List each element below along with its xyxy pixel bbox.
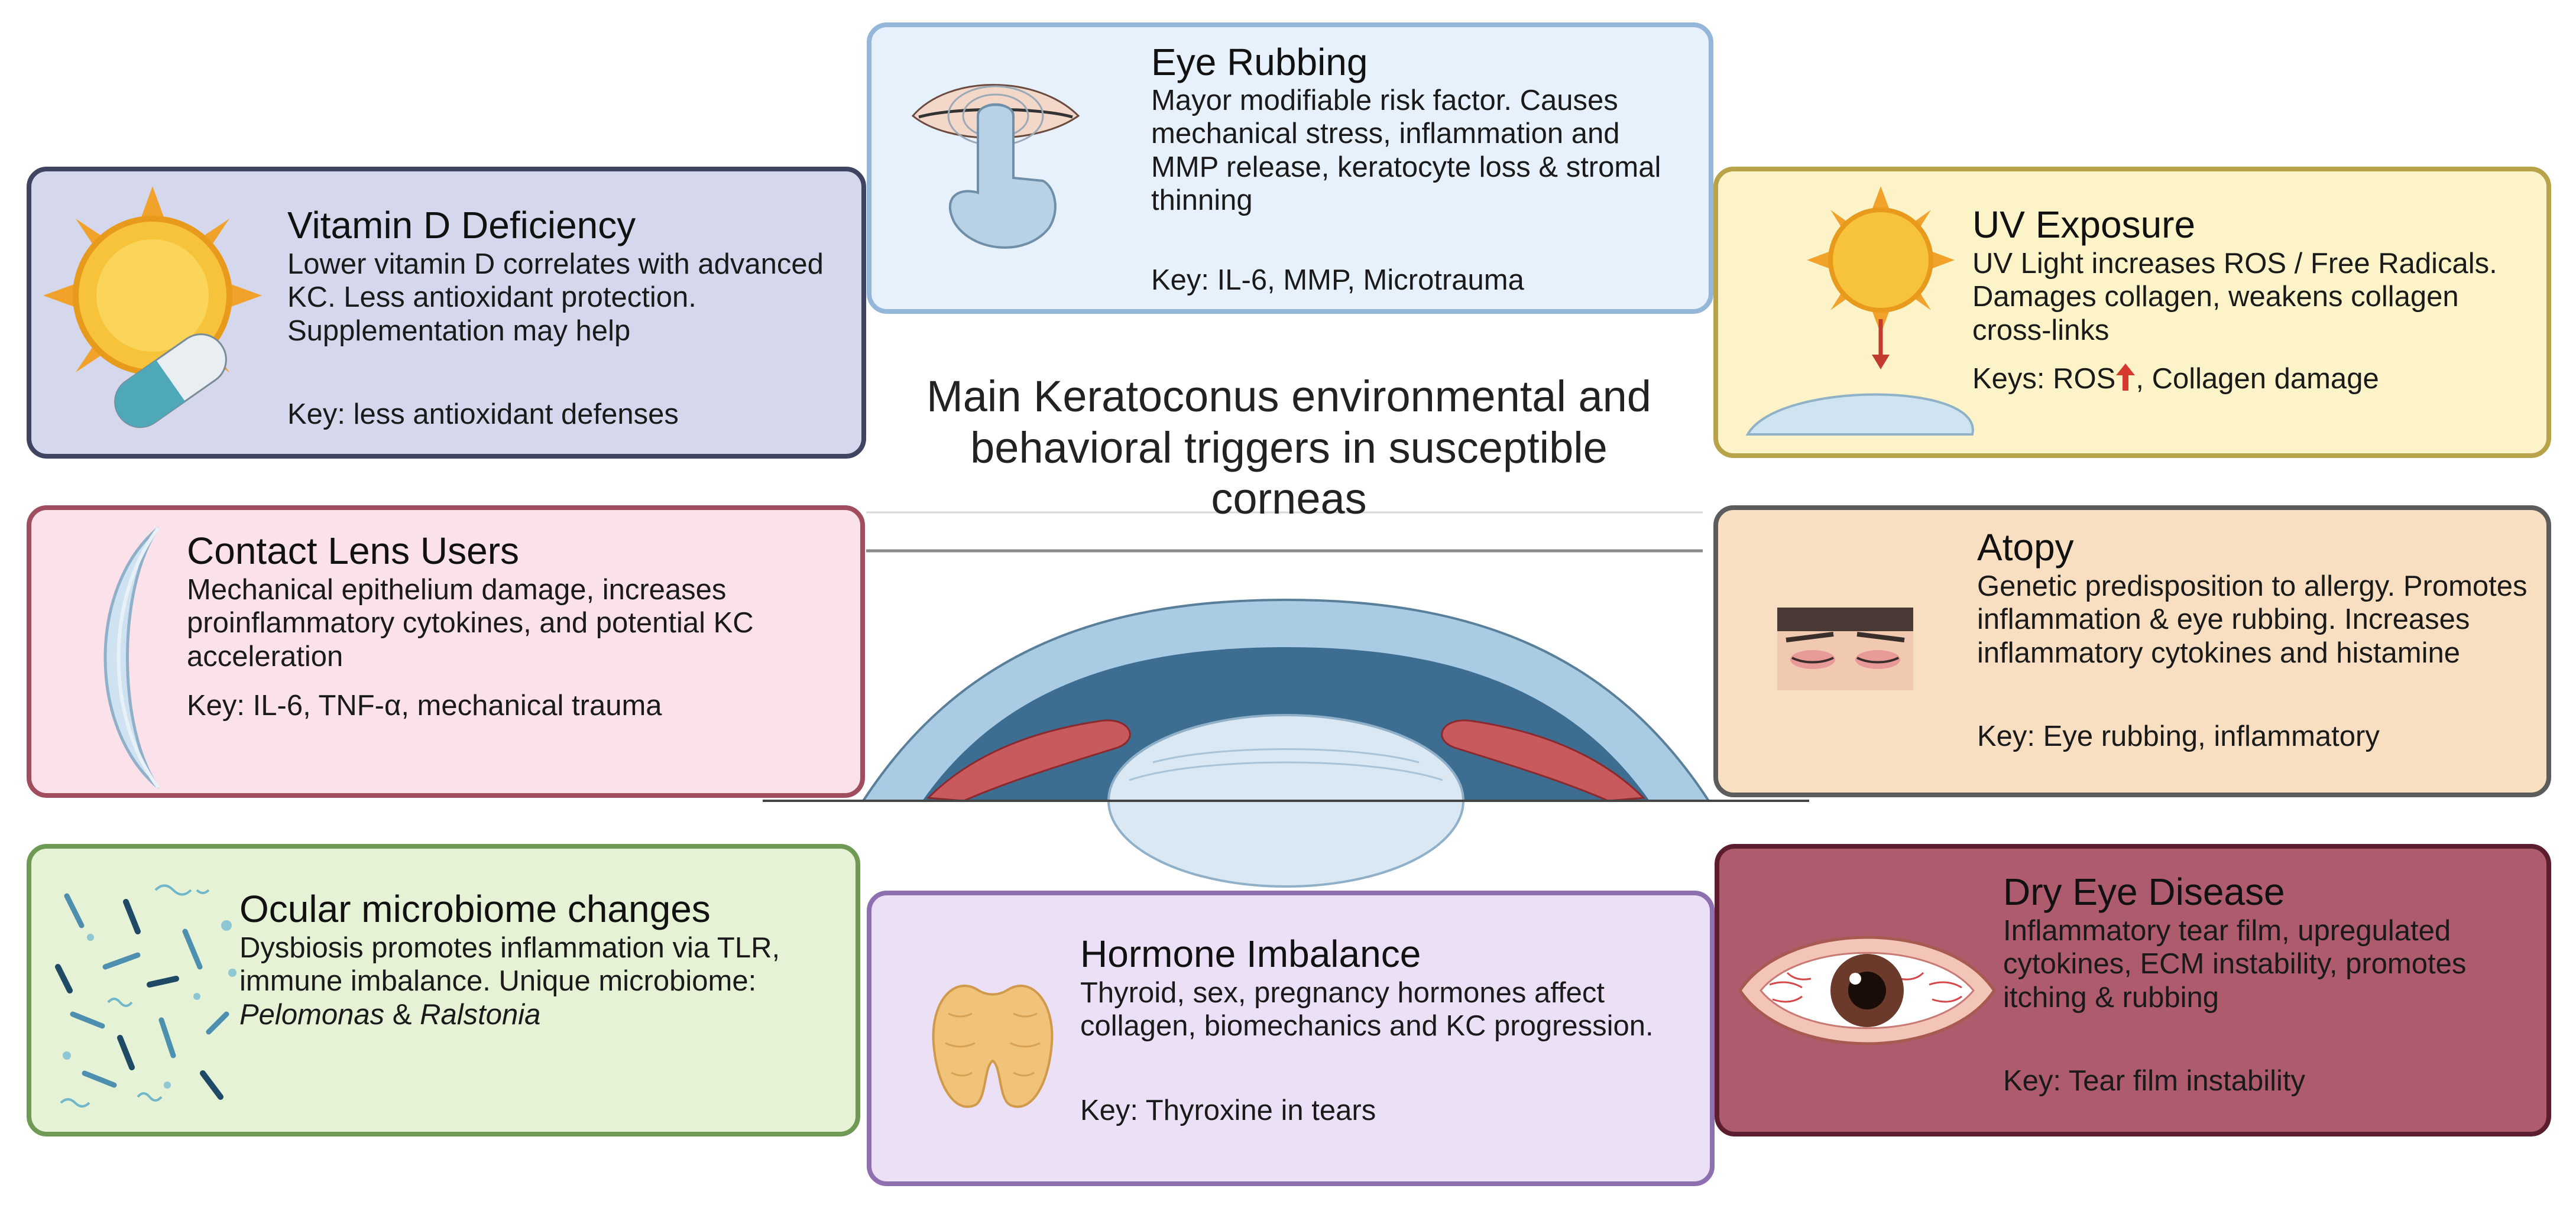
microbiome-box: Ocular microbiome changes Dysbiosis prom… (27, 844, 860, 1136)
atopy-title: Atopy (1977, 526, 2074, 569)
microbiome-species-ralstonia: Ralstonia (420, 998, 541, 1031)
contact-lens-description: Mechanical epithelium damage, increases … (187, 574, 754, 673)
dry-eye-title: Dry Eye Disease (2003, 871, 2285, 913)
vitamin-d-description: Lower vitamin D correlates with advanced… (287, 248, 824, 347)
microbiome-description-text: Dysbiosis promotes inflammation via TLR,… (239, 932, 780, 998)
atopy-description: Genetic predisposition to allergy. Promo… (1977, 570, 2528, 669)
uv-key-prefix: Keys: ROS (1972, 363, 2116, 395)
uv-exposure-box: UV Exposure UV Light increases ROS / Fre… (1713, 167, 2551, 458)
dry-eye-key: Key: Tear film instability (2003, 1065, 2306, 1097)
sun-with-capsule-icon (7, 186, 262, 440)
uv-exposure-description: UV Light increases ROS / Free Radicals. … (1972, 248, 2497, 346)
contact-lens-key: Key: IL-6, TNF-α, mechanical trauma (187, 690, 662, 722)
microbiome-conjunction: & (384, 998, 420, 1031)
irritated-eyes-icon (1777, 608, 1913, 690)
contact-lens-icon (76, 528, 176, 788)
thyroid-gland-icon (919, 978, 1067, 1120)
arrow-up-icon (2116, 363, 2136, 391)
hormone-key: Key: Thyroxine in tears (1080, 1095, 1376, 1126)
microbiome-description: Dysbiosis promotes inflammation via TLR,… (239, 931, 831, 1031)
uv-key-suffix: , Collagen damage (2136, 363, 2379, 395)
sun-over-cornea-icon (1736, 186, 1972, 440)
vitamin-d-key: Key: less antioxidant defenses (287, 398, 679, 430)
vitamin-d-box: Vitamin D Deficiency Lower vitamin D cor… (7, 167, 866, 459)
hormone-title: Hormone Imbalance (1080, 933, 1421, 975)
contact-lens-box: Contact Lens Users Mechanical epithelium… (27, 505, 865, 798)
eye-rubbing-box: Eye Rubbing Mayor modifiable risk factor… (867, 22, 1713, 314)
finger-rubbing-eye-icon (907, 51, 1102, 264)
vitamin-d-title: Vitamin D Deficiency (287, 204, 636, 246)
dry-eye-description: Inflammatory tear film, upregulated cyto… (2003, 915, 2467, 1014)
microbiome-title: Ocular microbiome changes (239, 888, 711, 930)
main-title: Main Keratoconus environmental and behav… (926, 372, 1651, 524)
atopy-box: Atopy Genetic predisposition to allergy.… (1713, 505, 2551, 797)
eye-rubbing-key: Key: IL-6, MMP, Microtrauma (1151, 264, 1524, 296)
eye-rubbing-description: Mayor modifiable risk factor. Causes mec… (1151, 85, 1661, 217)
bacteria-icon (49, 878, 236, 1115)
red-eye-icon (1734, 914, 2000, 1067)
atopy-key: Key: Eye rubbing, inflammatory (1977, 720, 2380, 752)
dry-eye-box: Dry Eye Disease Inflammatory tear film, … (1715, 844, 2551, 1136)
uv-exposure-key: Keys: ROS , Collagen damage (1972, 362, 2540, 395)
eye-rubbing-title: Eye Rubbing (1151, 41, 1368, 83)
cornea-cross-section-illustration (763, 502, 1809, 804)
hormone-box: Hormone Imbalance Thyroid, sex, pregnanc… (867, 891, 1715, 1186)
hormone-description: Thyroid, sex, pregnancy hormones affect … (1080, 977, 1654, 1043)
microbiome-species-pelomonas: Pelomonas (239, 998, 385, 1031)
uv-exposure-title: UV Exposure (1972, 203, 2196, 246)
contact-lens-title: Contact Lens Users (187, 530, 520, 572)
